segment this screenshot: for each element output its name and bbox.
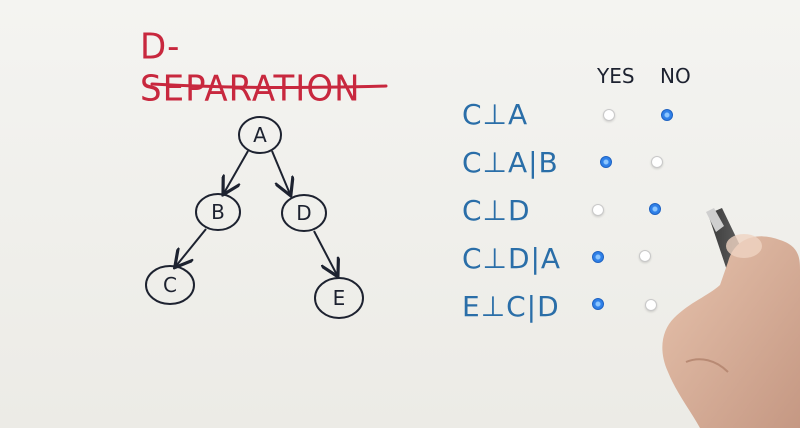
radio-q2-no[interactable] (651, 156, 663, 168)
dag-diagram: A B D C E (145, 116, 364, 319)
title-underline (150, 82, 388, 89)
question-label-3: C⊥D (462, 194, 531, 227)
node-d: D (281, 194, 327, 232)
svg-text:B: B (211, 200, 225, 224)
question-label-2: C⊥A|B (462, 146, 559, 179)
edge-b-c (176, 228, 207, 266)
svg-text:A: A (253, 123, 267, 147)
node-b: B (195, 193, 241, 231)
radio-q4-yes[interactable] (592, 251, 604, 263)
edge-d-e (313, 230, 337, 275)
page-title: D-SEPARATION (140, 26, 361, 110)
edge-a-d (271, 150, 290, 194)
radio-q5-yes[interactable] (592, 298, 604, 310)
svg-text:E: E (333, 286, 346, 310)
node-e: E (314, 277, 364, 319)
svg-text:C: C (163, 273, 177, 297)
question-label-1: C⊥A (462, 98, 529, 131)
radio-q3-no[interactable] (649, 203, 661, 215)
radio-q4-no[interactable] (639, 250, 651, 262)
radio-q1-yes[interactable] (603, 109, 615, 121)
question-label-4: C⊥D|A (462, 242, 562, 275)
radio-q2-yes[interactable] (600, 156, 612, 168)
node-a: A (238, 116, 282, 154)
node-c: C (145, 265, 195, 305)
edge-a-b (224, 150, 249, 193)
column-header-no: NO (660, 64, 691, 88)
radio-q5-no[interactable] (645, 299, 657, 311)
question-label-5: E⊥C|D (462, 290, 560, 323)
svg-text:D: D (296, 201, 311, 225)
column-header-yes: YES (597, 64, 635, 88)
radio-q1-no[interactable] (661, 109, 673, 121)
radio-q3-yes[interactable] (592, 204, 604, 216)
